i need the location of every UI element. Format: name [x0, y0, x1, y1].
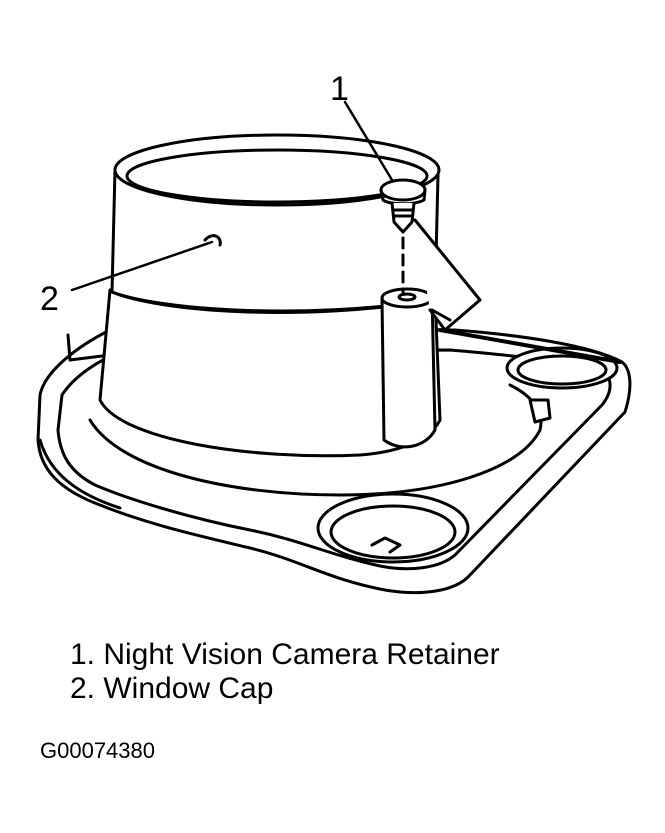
callout-2: 2	[40, 280, 59, 318]
camera-retainer-screw	[379, 178, 427, 294]
retainer-post	[380, 218, 622, 449]
right-cup	[505, 346, 619, 390]
leader-line-1	[343, 100, 394, 182]
legend: 1. Night Vision Camera Retainer 2. Windo…	[70, 638, 500, 706]
front-cup	[316, 492, 470, 564]
leader-line-2	[70, 240, 214, 292]
legend-item-retainer: 1. Night Vision Camera Retainer	[70, 638, 500, 671]
window-cap-shape	[98, 133, 442, 458]
legend-item-window-cap: 2. Window Cap	[70, 672, 274, 705]
figure-id: G00074380	[40, 738, 155, 763]
window-cap-assembly-illustration	[36, 100, 632, 595]
callout-1: 1	[330, 70, 349, 108]
